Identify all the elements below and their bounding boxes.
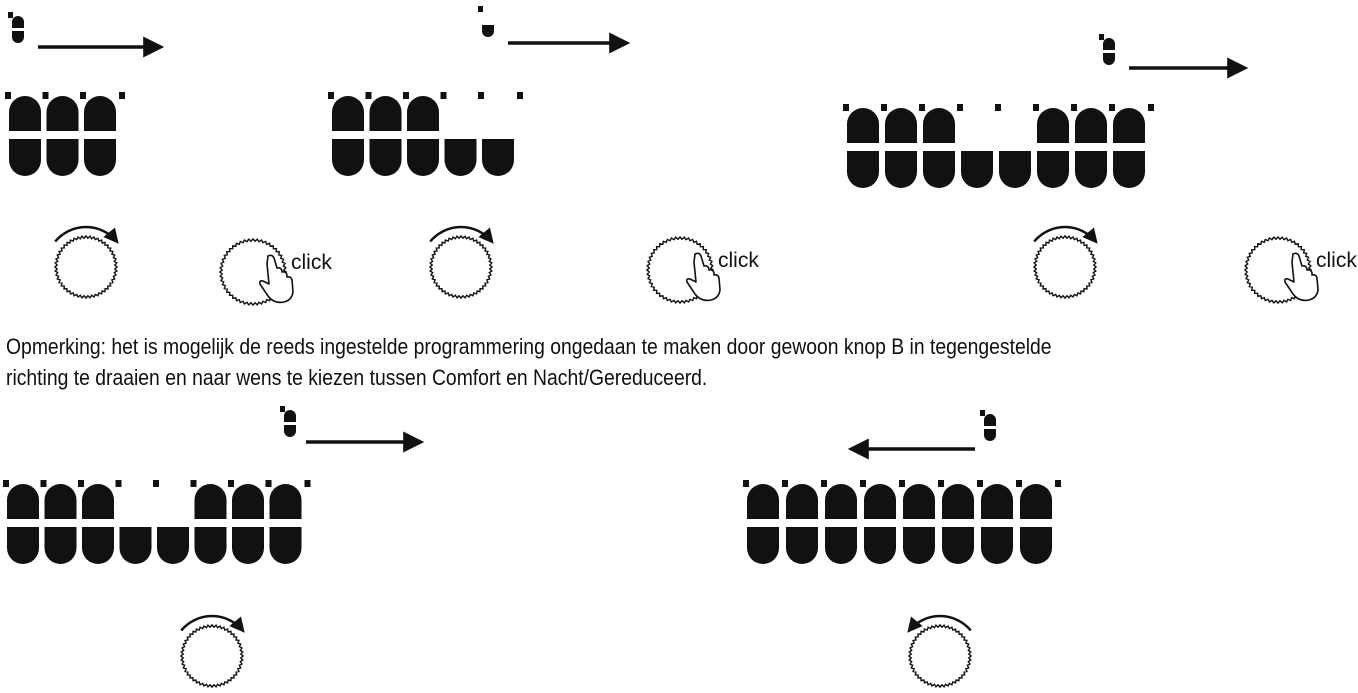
knob-circle-icon	[645, 235, 715, 305]
comfort-segment	[328, 92, 364, 176]
comfort-segment	[42, 92, 79, 176]
knob-circle-icon	[218, 237, 288, 307]
knob-circle-icon	[1243, 235, 1313, 305]
comfort-segment	[190, 480, 227, 564]
comfort-segment	[40, 480, 77, 564]
comfort-cursor-icon	[1099, 34, 1115, 65]
click-label: click	[291, 251, 332, 274]
reduced-segment	[995, 104, 1031, 188]
comfort-segment	[743, 480, 780, 564]
knob-k4: click	[645, 235, 759, 305]
knob-circle-icon	[53, 234, 119, 300]
comfort-segment	[843, 104, 879, 188]
comfort-segment	[403, 92, 439, 176]
comfort-segment	[3, 480, 39, 564]
note-line-1: Opmerking: het is mogelijk de reeds inge…	[6, 334, 1052, 359]
rotate-counterclockwise-arrow-icon	[907, 614, 972, 633]
indicator-square	[1055, 480, 1061, 487]
comfort-segment	[899, 480, 936, 564]
knob-k5	[1032, 225, 1098, 300]
knob-k3	[428, 225, 494, 300]
comfort-segment	[977, 480, 1014, 564]
comfort-cursor-icon	[980, 410, 996, 441]
comfort-segment	[78, 480, 114, 564]
comfort-segment	[365, 92, 402, 176]
knob-k8	[907, 614, 973, 689]
comfort-cursor-icon	[8, 12, 24, 43]
hand-pointer-icon	[686, 252, 721, 302]
comfort-segment	[919, 104, 955, 188]
reduced-cursor-icon	[478, 6, 494, 37]
indicator-square	[1148, 104, 1154, 111]
reduced-segment	[115, 480, 152, 564]
comfort-segment	[5, 92, 41, 176]
knob-k7	[179, 614, 245, 689]
comfort-segment	[860, 480, 897, 564]
note-line-2: richting te draaien en naar wens te kiez…	[6, 365, 708, 390]
knob-circle-icon	[907, 623, 973, 689]
rotate-clockwise-arrow-icon	[429, 225, 494, 244]
comfort-segment	[80, 92, 116, 176]
comfort-segment	[228, 480, 264, 564]
knob-k1	[53, 225, 119, 300]
knob-illustrations: click click click	[53, 225, 1357, 689]
comfort-cursor-icon	[280, 406, 296, 437]
comfort-segment	[1071, 104, 1107, 188]
display-panel-p1	[5, 12, 165, 176]
indicator-square	[119, 92, 125, 99]
reduced-segment	[440, 92, 477, 176]
reduced-segment	[957, 104, 993, 188]
comfort-segment	[782, 480, 819, 564]
display-panel-p3	[843, 34, 1249, 188]
display-panel-p5	[743, 410, 1061, 564]
rotate-clockwise-arrow-icon	[54, 225, 119, 244]
indicator-square	[304, 480, 311, 487]
hand-pointer-icon	[259, 254, 294, 304]
knob-circle-icon	[428, 234, 494, 300]
comfort-segment	[1109, 104, 1145, 188]
knob-circle-icon	[1032, 234, 1098, 300]
rotate-clockwise-arrow-icon	[180, 614, 245, 633]
knob-circle-icon	[179, 623, 245, 689]
click-label: click	[718, 249, 759, 272]
indicator-square	[517, 92, 523, 99]
comfort-segment	[265, 480, 302, 564]
reduced-segment	[153, 480, 189, 564]
knob-k2: click	[218, 237, 332, 307]
segment-displays	[3, 6, 1249, 564]
display-panel-p4	[3, 406, 425, 564]
comfort-segment	[1016, 480, 1052, 564]
comfort-segment	[881, 104, 917, 188]
rotate-clockwise-arrow-icon	[1033, 225, 1098, 244]
click-label: click	[1316, 249, 1357, 272]
knob-k6: click	[1243, 235, 1357, 305]
hand-pointer-icon	[1284, 252, 1319, 302]
comfort-segment	[938, 480, 975, 564]
comfort-segment	[821, 480, 858, 564]
display-panel-p2	[328, 6, 631, 176]
reduced-segment	[478, 92, 514, 176]
comfort-segment	[1033, 104, 1069, 188]
